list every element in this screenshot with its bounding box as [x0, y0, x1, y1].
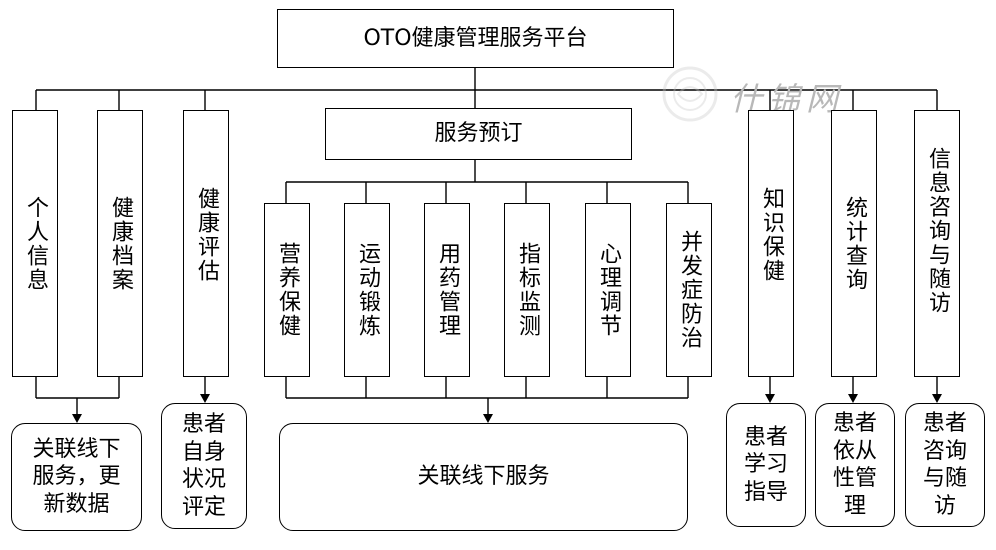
statistics-query-label: 统计查询 — [842, 195, 867, 292]
outcome-learning-guidance: 患者学习指导 — [726, 403, 806, 527]
service-booking-box: 服务预订 — [325, 108, 632, 160]
outcome-label: 患者咨询与随访 — [922, 411, 967, 519]
health-assessment-label: 健康评估 — [194, 187, 219, 283]
service-item-label: 运动锻炼 — [355, 242, 380, 338]
outcome-self-assessment: 患者自身状况评定 — [161, 403, 247, 529]
knowledge-care-label: 知识保健 — [759, 187, 784, 283]
service-item-label: 心理调节 — [596, 242, 621, 338]
platform-title: OTO健康管理服务平台 — [363, 25, 588, 51]
knowledge-care-box: 知识保健 — [748, 110, 794, 377]
outcome-consult-followup: 患者咨询与随访 — [905, 403, 985, 527]
outcome-label: 患者学习指导 — [743, 424, 788, 505]
consult-followup-box: 信息咨询与随访 — [914, 110, 960, 377]
outcome-label: 关联线下服务，更新数据 — [32, 436, 121, 517]
service-item-label: 营养保健 — [275, 242, 300, 338]
outcome-label: 患者自身状况评定 — [181, 412, 226, 520]
personal-info-label: 个人信息 — [23, 195, 48, 292]
outcome-label: 关联线下服务 — [417, 464, 550, 490]
outcome-offline-update: 关联线下服务，更新数据 — [11, 423, 142, 531]
statistics-query-box: 统计查询 — [831, 110, 877, 377]
service-item-monitoring: 指标监测 — [504, 203, 550, 377]
service-booking-title: 服务预订 — [434, 121, 523, 147]
consult-followup-label: 信息咨询与随访 — [925, 147, 950, 315]
service-item-complication: 并发症防治 — [666, 203, 712, 377]
service-item-label: 用药管理 — [435, 242, 460, 338]
service-item-nutrition: 营养保健 — [264, 203, 310, 377]
personal-info-box: 个人信息 — [12, 110, 58, 377]
health-record-box: 健康档案 — [97, 110, 143, 377]
health-record-label: 健康档案 — [108, 195, 133, 292]
outcome-offline-service: 关联线下服务 — [279, 423, 688, 531]
health-assessment-box: 健康评估 — [183, 110, 229, 377]
watermark-seal-icon — [662, 66, 718, 122]
service-item-label: 指标监测 — [515, 242, 540, 338]
service-item-medication: 用药管理 — [424, 203, 470, 377]
service-item-label: 并发症防治 — [677, 230, 702, 350]
service-item-exercise: 运动锻炼 — [344, 203, 390, 377]
outcome-compliance: 患者依从性管理 — [815, 403, 895, 527]
platform-title-box: OTO健康管理服务平台 — [277, 9, 674, 68]
outcome-label: 患者依从性管理 — [832, 411, 877, 519]
service-item-psychology: 心理调节 — [585, 203, 631, 377]
